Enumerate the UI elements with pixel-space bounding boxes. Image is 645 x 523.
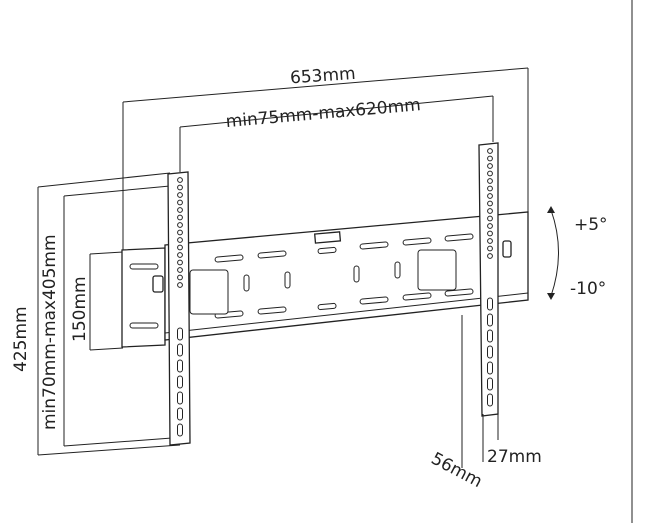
wall-plate [121,211,529,348]
locking-knob-left [152,275,164,293]
hole-spacing-vertical-label: min70mm-max405mm [40,234,60,430]
left-mounting-arm [167,171,191,446]
arm-hole [177,252,183,258]
arm-hole [487,170,493,177]
arm-slot [177,423,183,437]
tilt-up-label: +5° [574,215,608,235]
arm-hole [177,237,183,243]
arm-hole [177,184,183,191]
arm-slot [177,359,183,373]
arm-hole [177,222,183,228]
wall-distance-label: 56mm [428,449,486,492]
arm-hole [177,244,183,251]
arm-slot [177,407,183,421]
arm-slot [177,343,183,357]
hole-spacing-horizontal-label: min75mm-max620mm [225,95,422,132]
arm-slot [487,393,493,407]
arm-slot [177,327,183,341]
arm-hole [177,282,183,288]
overall-width-label: 653mm [289,64,356,89]
right-mounting-arm [478,142,499,417]
arm-hole [487,148,493,154]
dimension-overall-width: 653mm [122,64,529,255]
dimension-overall-height: 425mm [11,172,181,456]
arm-slot [177,375,183,389]
arm-hole [487,200,493,207]
arm-hole [487,215,493,222]
arm-hole [487,245,493,252]
tilt-down-label: -10° [570,279,606,299]
dimension-plate-height: 150mm [70,251,124,351]
dimension-hole-spacing-horizontal: min75mm-max620mm [179,95,494,172]
plate-height-label: 150mm [70,276,90,342]
arm-hole [177,267,183,273]
plate-slots [129,233,474,329]
arm-hole [177,259,183,266]
arm-slot [487,297,493,311]
arm-hole [177,214,183,221]
arm-slot [487,345,493,359]
arm-depth-label: 27mm [487,447,542,467]
arm-slot [177,391,183,405]
arm-hole [487,238,493,244]
arm-hole [487,155,493,162]
arm-hole [177,177,183,183]
arm-hole [487,253,493,259]
arm-hole [177,229,183,236]
arm-slot [487,361,493,375]
arrow-up-icon [547,206,555,213]
arm-hole [177,192,183,198]
arm-slot [487,329,493,343]
arm-hole [487,230,493,237]
arm-slot [487,313,493,327]
arrow-down-icon [547,293,555,300]
tilt-indicator: +5° -10° [547,206,608,300]
arm-hole [177,274,183,281]
arm-hole [487,163,493,169]
arm-hole [487,208,493,214]
arm-slot [487,377,493,391]
arm-hole [177,199,183,206]
arm-hole [487,185,493,192]
arm-hole [487,178,493,184]
arm-hole [487,193,493,199]
overall-height-label: 425mm [11,306,31,372]
locking-knob-right [502,240,512,258]
dimension-hole-spacing-vertical: min70mm-max405mm [40,185,173,447]
arm-hole [177,207,183,213]
arm-hole [487,223,493,229]
